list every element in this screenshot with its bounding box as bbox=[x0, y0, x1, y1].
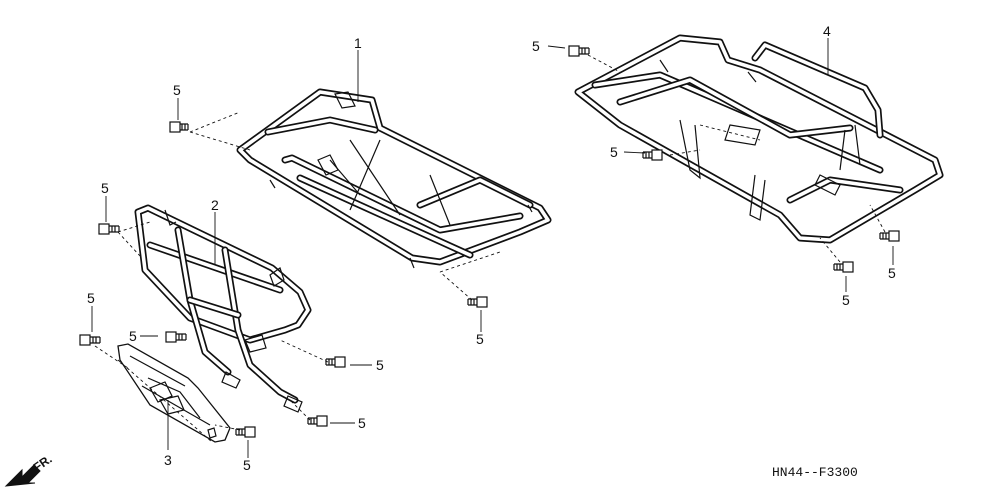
bolts bbox=[79, 45, 900, 438]
label-bolt: 5 bbox=[476, 331, 484, 347]
label-bolt: 5 bbox=[243, 457, 251, 473]
bolt bbox=[833, 261, 854, 273]
label-part-4: 4 bbox=[823, 23, 831, 39]
bolt bbox=[568, 45, 590, 57]
front-carrier bbox=[236, 88, 552, 269]
front-direction-indicator: FR. bbox=[4, 452, 55, 487]
label-part-3: 3 bbox=[164, 452, 172, 468]
leader-lines bbox=[91, 38, 894, 458]
label-bolt: 5 bbox=[532, 38, 540, 54]
label-bolt: 5 bbox=[842, 292, 850, 308]
direction-arrow-icon bbox=[4, 464, 41, 487]
front-bumper bbox=[134, 204, 312, 413]
part-labels: 1 4 2 3 5 5 5 5 5 5 5 5 5 5 5 5 bbox=[87, 23, 896, 473]
skid-plate bbox=[117, 343, 231, 443]
bolt bbox=[325, 356, 346, 368]
label-bolt: 5 bbox=[101, 180, 109, 196]
label-part-2: 2 bbox=[211, 197, 219, 213]
label-bolt: 5 bbox=[129, 328, 137, 344]
bolt bbox=[879, 230, 900, 242]
bolt bbox=[642, 149, 663, 161]
rear-carrier bbox=[574, 34, 944, 244]
bolt bbox=[98, 223, 120, 235]
bolt bbox=[169, 121, 189, 133]
bolt bbox=[235, 426, 256, 438]
bolt bbox=[165, 331, 187, 343]
label-part-1: 1 bbox=[354, 35, 362, 51]
label-bolt: 5 bbox=[610, 144, 618, 160]
bolt bbox=[467, 296, 488, 308]
bolt bbox=[79, 334, 101, 346]
bolt bbox=[307, 415, 328, 427]
label-bolt: 5 bbox=[358, 415, 366, 431]
label-bolt: 5 bbox=[376, 357, 384, 373]
label-bolt: 5 bbox=[173, 82, 181, 98]
diagram-code: HN44--F3300 bbox=[772, 465, 858, 480]
label-bolt: 5 bbox=[87, 290, 95, 306]
label-bolt: 5 bbox=[888, 265, 896, 281]
